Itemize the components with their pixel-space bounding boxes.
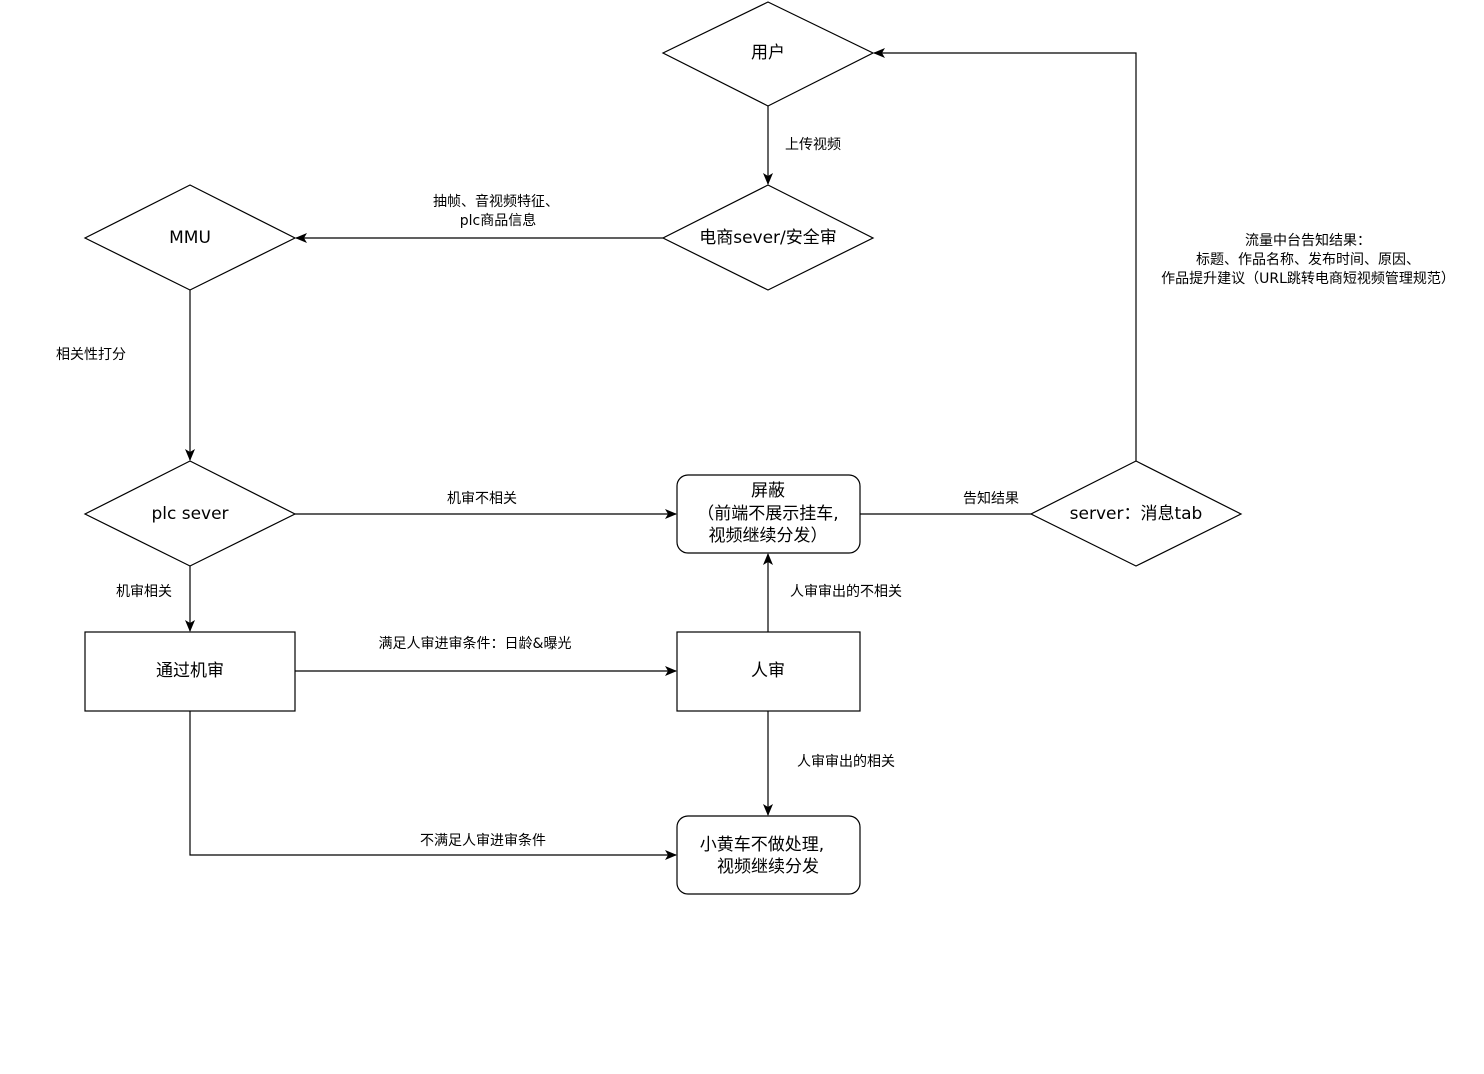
node-ecom-server: 电商sever/安全审 bbox=[661, 184, 875, 291]
label-traffic-notify-1: 流量中台告知结果： bbox=[1245, 232, 1371, 249]
node-plc-server: plc sever bbox=[83, 460, 297, 567]
label-traffic-notify-2: 标题、作品名称、发布时间、原因、 bbox=[1196, 252, 1420, 268]
label-machine-relevant: 机审相关 bbox=[116, 584, 172, 600]
node-mmu-label: MMU bbox=[169, 228, 211, 248]
node-block-label-2: （前端不展示挂车, bbox=[697, 504, 838, 524]
node-human-review: 人审 bbox=[676, 631, 861, 712]
label-features-1: 抽帧、音视频特征、 bbox=[433, 193, 559, 210]
label-upload: 上传视频 bbox=[785, 137, 841, 153]
node-ecom-server-label: 电商sever/安全审 bbox=[699, 228, 837, 248]
label-human-irrelevant: 人审审出的不相关 bbox=[790, 584, 902, 600]
label-traffic-notify-3: 作品提升建议（URL跳转电商短视频管理规范） bbox=[1161, 270, 1455, 287]
label-not-condition: 不满足人审进审条件 bbox=[420, 832, 546, 849]
label-notify: 告知结果 bbox=[963, 490, 1019, 507]
label-human-condition: 满足人审进审条件：日龄&曝光 bbox=[379, 635, 572, 652]
node-message-server-label: server：消息tab bbox=[1070, 504, 1203, 524]
node-no-action-label-1: 小黄车不做处理, bbox=[700, 835, 824, 855]
node-machine-pass: 通过机审 bbox=[84, 631, 296, 712]
node-machine-pass-label: 通过机审 bbox=[156, 661, 224, 681]
label-features-2: plc商品信息 bbox=[460, 212, 536, 229]
node-no-action-label-2: 视频继续分发 bbox=[717, 857, 819, 877]
node-message-server: server：消息tab bbox=[1029, 460, 1243, 567]
node-user-label: 用户 bbox=[751, 43, 785, 63]
node-no-action: 小黄车不做处理, 视频继续分发 bbox=[676, 815, 861, 895]
label-relevance: 相关性打分 bbox=[56, 346, 126, 363]
node-mmu: MMU bbox=[83, 184, 297, 291]
label-machine-irrelevant: 机审不相关 bbox=[447, 491, 517, 507]
node-plc-server-label: plc sever bbox=[151, 504, 228, 524]
node-human-review-label: 人审 bbox=[751, 661, 785, 681]
edge-server-to-user bbox=[873, 48, 1137, 461]
node-user: 用户 bbox=[661, 1, 875, 107]
edge-pass-to-noaction bbox=[189, 711, 677, 860]
node-block: 屏蔽 （前端不展示挂车, 视频继续分发） bbox=[676, 474, 861, 554]
label-human-relevant: 人审审出的相关 bbox=[797, 754, 895, 770]
node-block-label-3: 视频继续分发） bbox=[709, 526, 828, 546]
node-block-label-1: 屏蔽 bbox=[751, 481, 785, 501]
